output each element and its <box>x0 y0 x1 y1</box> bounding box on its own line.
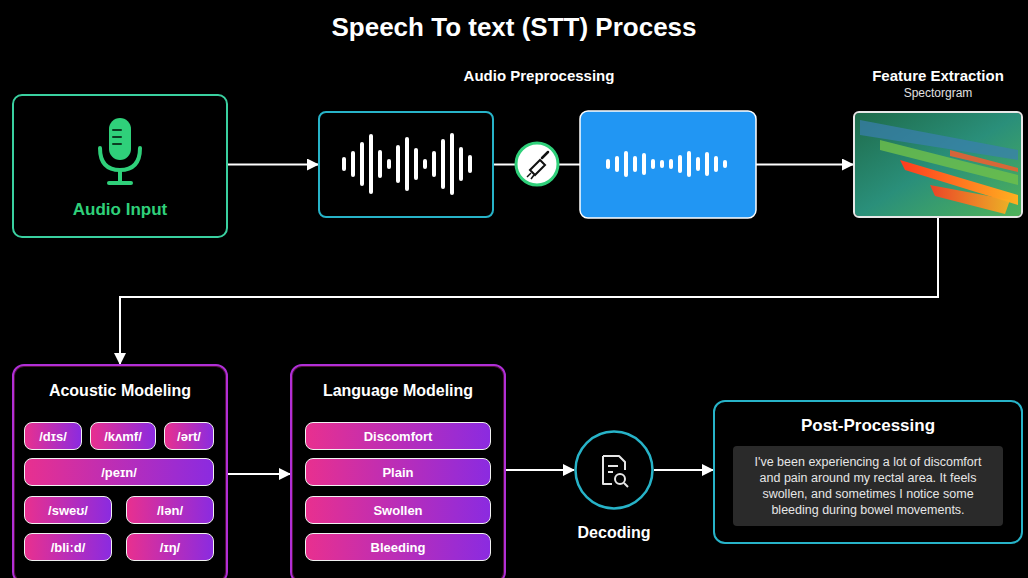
phoneme-chip: /peɪn/ <box>24 458 214 486</box>
diagram-title: Speech To text (STT) Process <box>0 12 1028 43</box>
chip-label: Swollen <box>373 503 422 518</box>
microphone-icon <box>100 118 140 183</box>
box-heading: Acoustic Modeling <box>14 382 226 400</box>
node-label: Decoding <box>544 524 684 542</box>
phoneme-chip: /dɪs/ <box>24 422 82 450</box>
word-chip: Discomfort <box>305 422 491 450</box>
section-subheading: Spectorgram <box>835 85 1028 101</box>
phoneme-chip: /ɪŋ/ <box>126 533 214 561</box>
chip-label: Bleeding <box>371 540 426 555</box>
transcript-text: I've been experiencing a lot of discomfo… <box>755 455 982 517</box>
decoding-icon <box>603 456 628 487</box>
circle-outline <box>574 430 654 510</box>
flow-arrow <box>120 218 938 364</box>
clean-waveform <box>608 153 725 175</box>
acoustic-model-box: Acoustic Modeling/dɪs/ /kʌmf/ /ərt/ /peɪn/ /… <box>12 364 228 578</box>
flow-arrow <box>654 469 713 471</box>
chip-label: Discomfort <box>364 429 433 444</box>
clean-audio-box <box>580 111 756 218</box>
chip-label: /kʌmf/ <box>104 429 142 444</box>
phoneme-chip: /bliːd/ <box>24 533 112 561</box>
flow-arrow <box>228 473 290 475</box>
box-heading: Language Modeling <box>292 382 504 400</box>
chip-label: Plain <box>382 465 413 480</box>
box-heading: Post-Processing <box>733 416 1003 436</box>
chip-label: /lən/ <box>157 503 183 518</box>
phoneme-chip: /sweʊ/ <box>24 496 112 524</box>
preprocessing-box: Audio Preprocessing <box>318 111 494 218</box>
chip-label: /dɪs/ <box>39 429 67 444</box>
chip-label: /ərt/ <box>177 429 201 444</box>
flow-arrow <box>506 469 574 471</box>
cleaning-icon <box>516 143 558 185</box>
chip-label: /peɪn/ <box>101 465 137 480</box>
chip-label: /bliːd/ <box>51 540 86 555</box>
input-box: Audio Input <box>12 94 228 238</box>
node-label: Audio Input <box>14 200 226 220</box>
feature-box: Feature ExtractionSpectorgram <box>853 111 1023 218</box>
chip-label: /sweʊ/ <box>48 503 88 518</box>
decoding-circle: Decoding <box>574 430 654 510</box>
word-chip: Bleeding <box>305 533 491 561</box>
section-heading: Audio Preprocessing <box>320 67 758 84</box>
transcript-panel: I've been experiencing a lot of discomfo… <box>733 446 1003 526</box>
chip-label: /ɪŋ/ <box>160 540 180 555</box>
flow-arrow <box>228 164 318 166</box>
phoneme-chip: /ərt/ <box>164 422 214 450</box>
phoneme-chip: /kʌmf/ <box>90 422 156 450</box>
spectrogram-image <box>855 113 1021 216</box>
phoneme-chip: /lən/ <box>126 496 214 524</box>
waveform <box>344 135 470 193</box>
word-chip: Swollen <box>305 496 491 524</box>
section-heading: Feature Extraction <box>835 67 1028 85</box>
post-processing-box: Post-ProcessingI've been experiencing a … <box>713 400 1023 544</box>
language-model-box: Language ModelingDiscomfortPlainSwollenB… <box>290 364 506 578</box>
word-chip: Plain <box>305 458 491 486</box>
